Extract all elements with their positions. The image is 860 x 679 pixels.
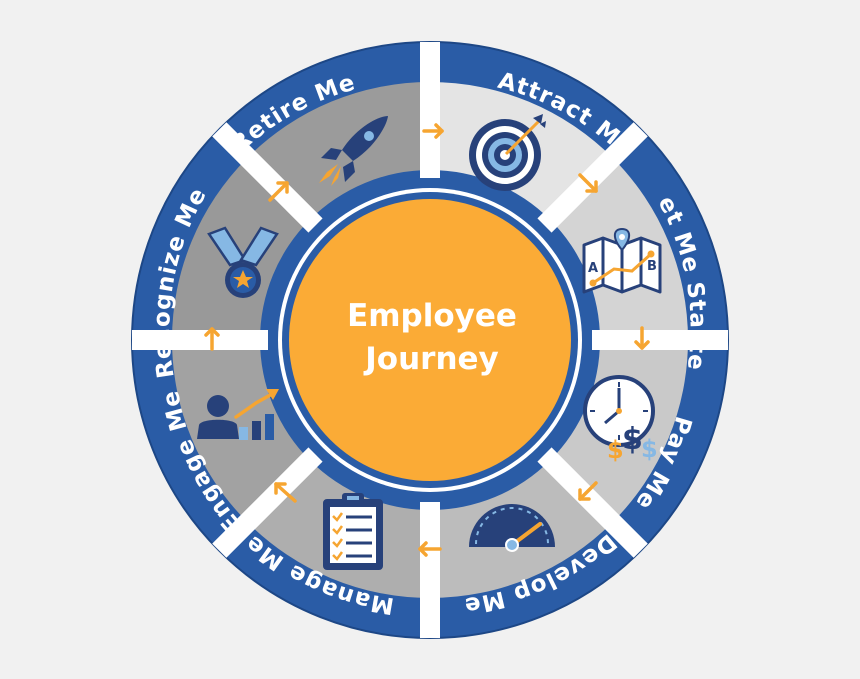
arrow-retire-to-attract [422,123,444,139]
map-route-icon: A B [582,227,662,294]
flow-arrows [204,123,650,557]
target-icon [469,114,546,191]
arrow-attract-to-started [578,173,598,193]
separators [132,42,728,638]
arrow-recognize-to-retire [268,181,289,202]
svg-text:$: $ [622,422,643,457]
segment-recognize-me [172,157,310,340]
arrow-engage-to-recognize [204,327,220,351]
center-hub: Employee Journey [278,188,582,492]
svg-text:B: B [647,259,657,274]
svg-text:$: $ [607,436,624,464]
medal-icon [207,226,279,298]
center-title-line1: Employee [347,298,517,334]
center-title-line2: Journey [363,341,499,377]
clock-money-icon: $ $ $ [583,375,658,464]
arrow-manage-to-engage [274,482,297,503]
arrow-develop-to-manage [418,541,442,557]
rocket-icon [319,116,388,186]
svg-text:$: $ [641,435,658,463]
person-growth-chart-icon [197,389,279,440]
clipboard-checklist-icon [323,493,383,570]
arrow-started-to-pay [634,326,650,350]
svg-text:A: A [588,261,598,276]
arrow-pay-to-develop [578,481,598,501]
speedometer-icon [469,504,555,552]
